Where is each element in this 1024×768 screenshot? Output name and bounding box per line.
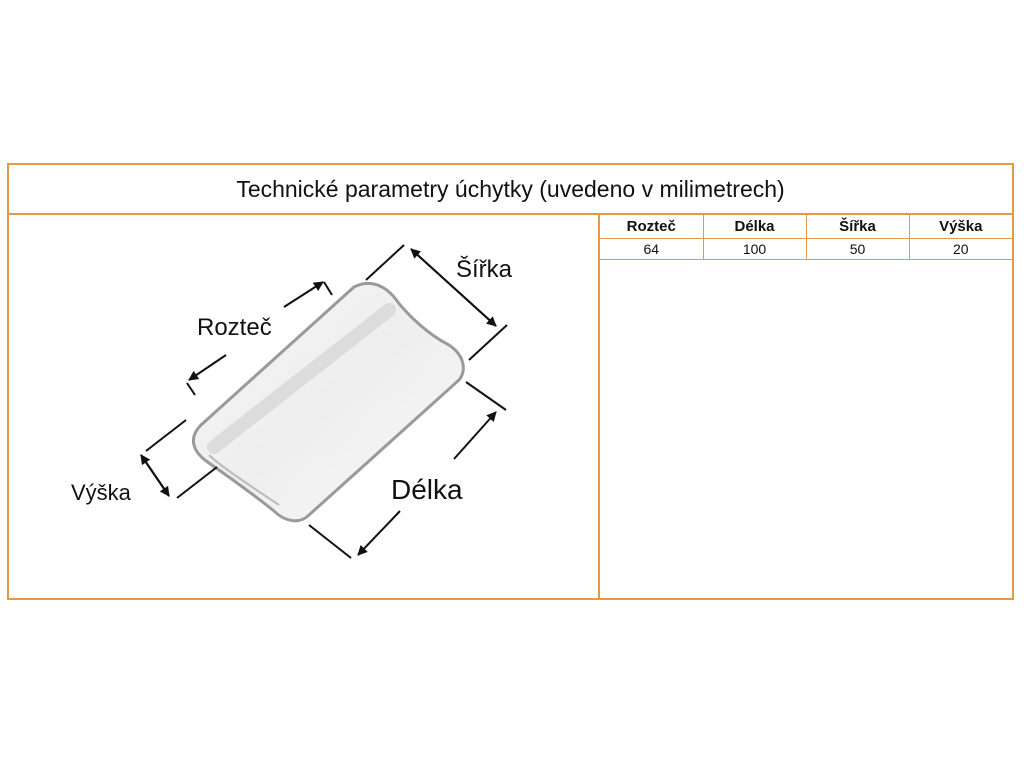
handle-diagram: Rozteč Šířka Výška Délka — [71, 244, 513, 559]
roztec-arrow-down — [188, 354, 227, 381]
value-delka: 100 — [702, 238, 807, 260]
header-delka: Délka — [702, 215, 807, 239]
roztec-arrow-up — [283, 281, 324, 308]
panel-divider — [598, 215, 600, 598]
label-roztec: Rozteč — [197, 314, 272, 341]
header-roztec: Rozteč — [600, 215, 704, 239]
label-delka: Délka — [391, 474, 463, 505]
handle-inner-edge — [208, 454, 280, 506]
diagram-panel: Rozteč Šířka Výška Délka — [9, 215, 600, 598]
parameters-table: Rozteč Délka Šířka Výška 64 100 50 20 — [600, 215, 1012, 260]
value-vyska: 20 — [908, 238, 1012, 260]
page-title: Technické parametry úchytky (uvedeno v m… — [9, 165, 1012, 215]
header-sirka: Šířka — [805, 215, 910, 239]
table-header-row: Rozteč Délka Šířka Výška — [600, 215, 1012, 239]
label-sirka: Šířka — [456, 255, 513, 283]
value-roztec: 64 — [600, 238, 704, 260]
table-row: 64 100 50 20 — [600, 238, 1012, 260]
spec-frame: Technické parametry úchytky (uvedeno v m… — [7, 163, 1014, 600]
label-vyska: Výška — [71, 480, 132, 505]
handle-ridge — [207, 303, 396, 454]
value-sirka: 50 — [805, 238, 910, 260]
delka-arrow-down — [357, 510, 401, 556]
handle-shape — [192, 281, 465, 523]
header-vyska: Výška — [908, 215, 1012, 239]
delka-arrow-up — [453, 411, 497, 460]
